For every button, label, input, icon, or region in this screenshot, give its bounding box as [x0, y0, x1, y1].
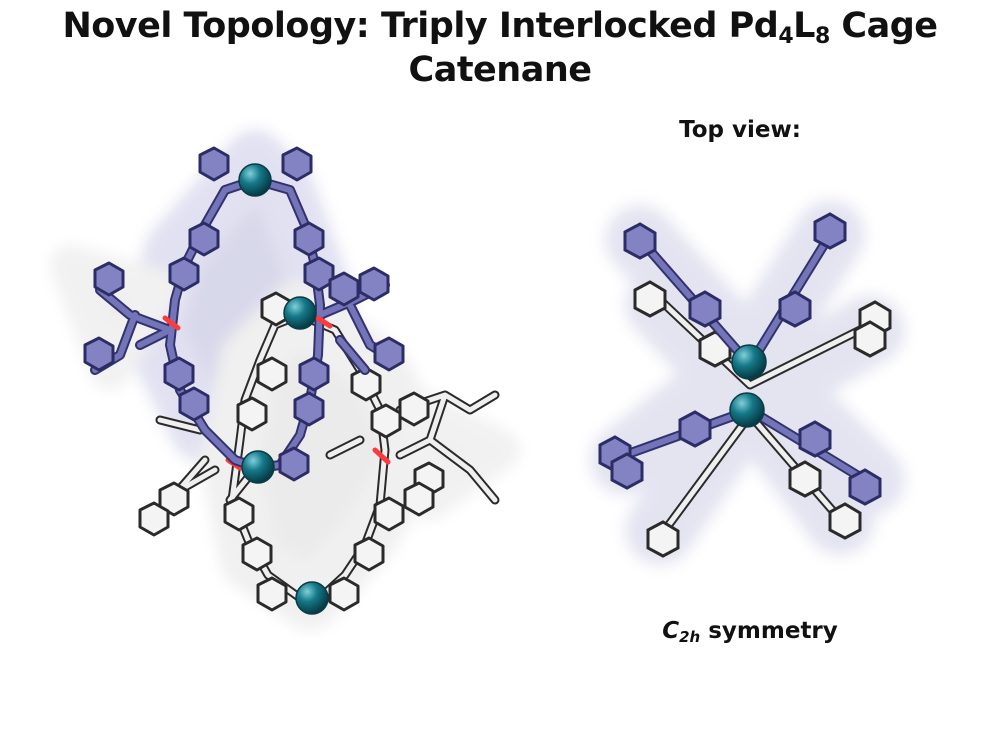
- top-view-structure: [590, 200, 905, 565]
- side-view-structure: [50, 130, 520, 630]
- palladium-atoms: [238, 163, 329, 615]
- blue-cage: [83, 146, 405, 482]
- top-view-label: Top view:: [679, 117, 801, 143]
- symmetry-label: C2h symmetry: [662, 618, 838, 646]
- figure-title: Novel Topology: Triply Interlocked Pd4L8…: [62, 6, 938, 90]
- top-view-palladium-atoms: [729, 344, 767, 428]
